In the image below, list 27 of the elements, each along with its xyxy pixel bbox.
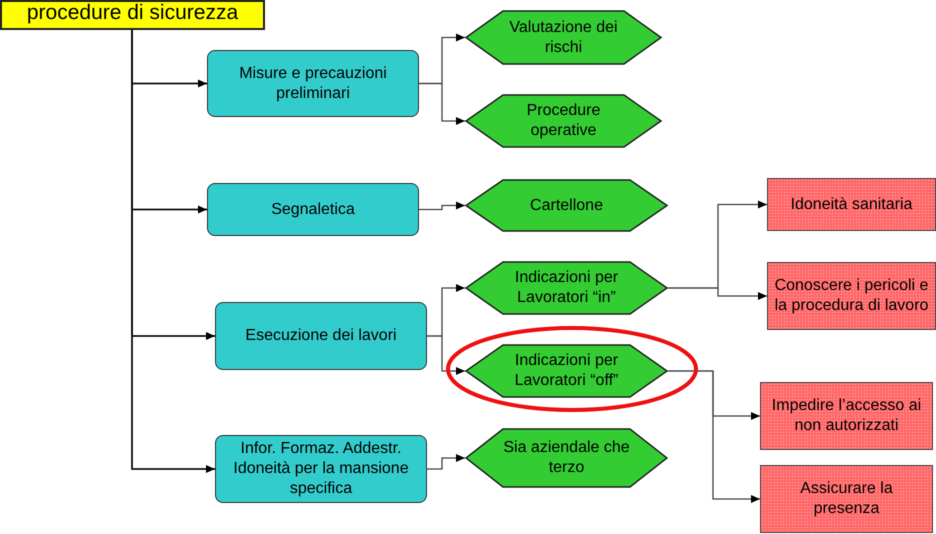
node-label: Procedure operative: [526, 101, 602, 141]
node-label: Valutazione dei rischi: [508, 18, 619, 58]
connector-arrow: [668, 287, 767, 300]
outcome-box: Idoneità sanitaria: [767, 178, 936, 231]
node-label: Cartellone: [530, 196, 603, 216]
hexagon-node: [465, 344, 668, 398]
outcome-box: Conoscere i pericoli e la procedura di lavoro: [767, 262, 936, 330]
connector-arrow: [427, 454, 465, 470]
connector-arrow: [419, 82, 465, 125]
connector-arrow: [427, 335, 465, 375]
node-label: Sia aziendale che terzo: [502, 438, 631, 478]
hexagon-node: [465, 94, 662, 148]
node-label: Indicazioni per Lavoratori “in”: [514, 268, 620, 308]
connector-arrow: [668, 370, 760, 503]
process-box: Esecuzione dei lavori: [215, 302, 427, 370]
hexagon-node: [465, 428, 668, 488]
process-box: Segnaletica: [207, 183, 419, 236]
node-label: Indicazioni per Lavoratori “off”: [514, 351, 620, 391]
outcome-box: Assicurare la presenza: [760, 465, 933, 533]
outcome-box: Impedire l’accesso ai non autorizzati: [760, 382, 933, 450]
process-box: Misure e precauzioni preliminari: [207, 50, 419, 117]
hexagon-node: [465, 261, 668, 315]
hexagon-node: [465, 10, 662, 65]
hexagon-node: [465, 179, 668, 232]
connector-arrow: [419, 202, 465, 210]
process-box: Infor. Formaz. Addestr. Idoneità per la mansione specifica: [215, 435, 427, 503]
title-box: procedure di sicurezza: [0, 0, 265, 30]
